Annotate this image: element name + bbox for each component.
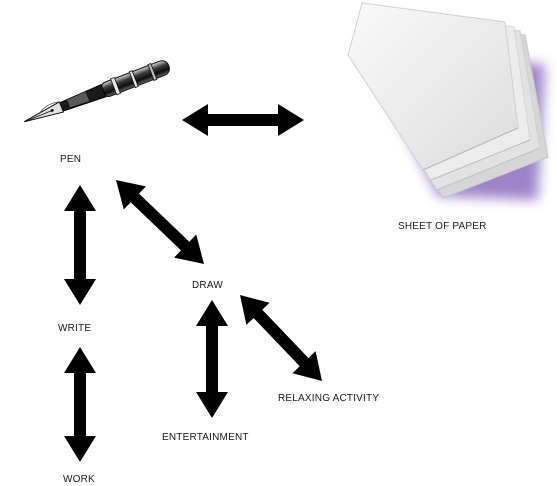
arrow-write-work — [64, 347, 96, 462]
paper-stack-icon — [347, 2, 549, 200]
fountain-pen-icon — [23, 60, 170, 123]
draw-label: DRAW — [192, 280, 223, 291]
relaxing-activity-label: RELAXING ACTIVITY — [278, 393, 380, 404]
sheet-of-paper-label: SHEET OF PAPER — [398, 221, 487, 232]
arrow-pen-draw — [116, 180, 204, 264]
arrow-draw-relaxing — [240, 295, 322, 381]
arrow-draw-entertainment — [196, 300, 228, 418]
arrow-pen-paper — [182, 104, 304, 136]
pen-label: PEN — [60, 154, 82, 165]
arrow-pen-write — [64, 185, 96, 305]
arrows-layer — [64, 104, 322, 462]
entertainment-label: ENTERTAINMENT — [162, 432, 249, 443]
write-label: WRITE — [58, 323, 92, 334]
work-label: WORK — [63, 474, 95, 485]
